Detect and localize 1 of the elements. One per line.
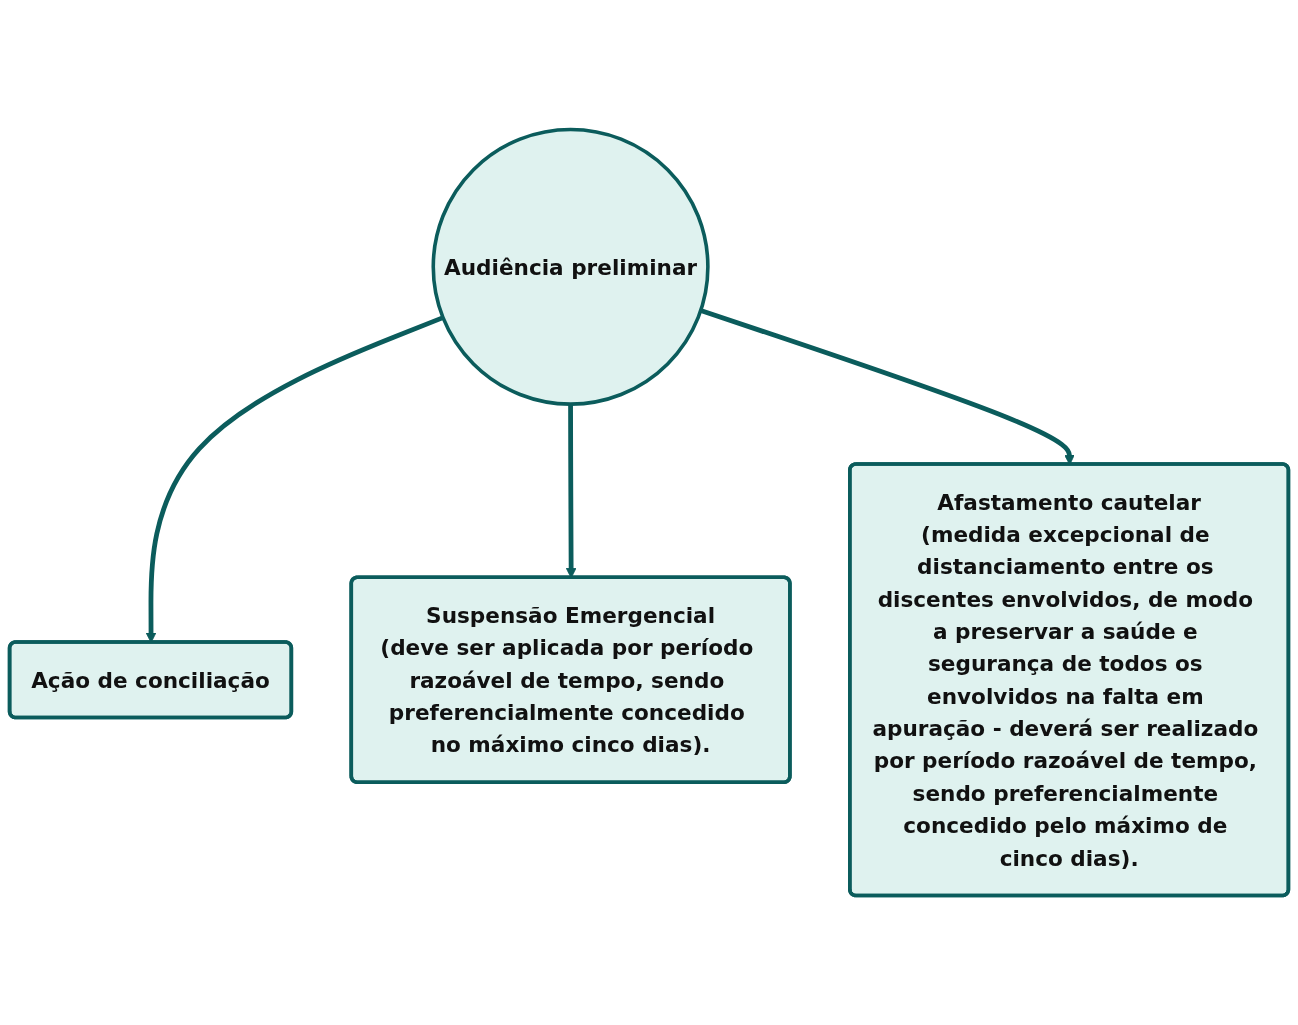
node-circle: Audiência preliminar <box>431 127 710 406</box>
